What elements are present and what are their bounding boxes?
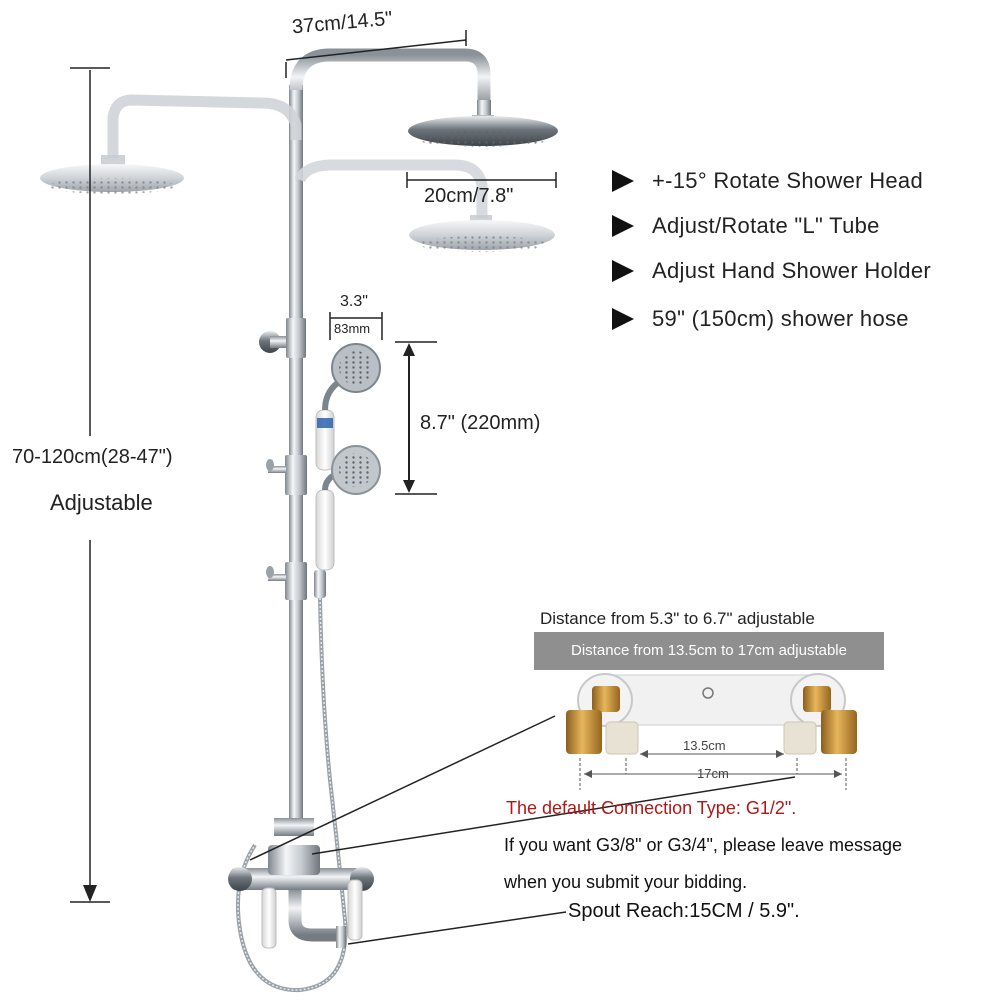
spout-reach-label: Spout Reach:15CM / 5.9". (568, 900, 800, 922)
hand-width-in-label: 3.3" (340, 293, 368, 310)
connector-inset (566, 673, 857, 790)
triangle-bullet-icon (612, 308, 634, 330)
feature-hose: 59" (150cm) shower hose (612, 306, 909, 332)
connector-banner: Distance from 13.5cm to 17cm adjustable (534, 632, 884, 670)
shower-head-right (409, 215, 555, 252)
triangle-bullet-icon (612, 260, 634, 282)
hand-shower-upper (315, 343, 381, 471)
connector-inner-distance: 13.5cm (683, 738, 726, 753)
height-range-label: 70-120cm(28-47") (12, 446, 173, 468)
shower-head-main (408, 115, 558, 147)
faucet-body (228, 818, 374, 949)
feature-rotate-tube: Adjust/Rotate "L" Tube (612, 213, 880, 239)
wall-bracket-top (259, 318, 306, 358)
triangle-bullet-icon (612, 170, 634, 192)
shower-head-left (40, 155, 184, 194)
default-connection-note: The default Connection Type: G1/2". (506, 798, 797, 818)
hand-travel-label: 8.7" (220mm) (420, 412, 541, 434)
right-arm (294, 159, 488, 218)
height-adjustable-label: Adjustable (50, 490, 153, 515)
top-arm (289, 48, 491, 110)
triangle-bullet-icon (612, 215, 634, 237)
left-arm (107, 94, 302, 158)
message-note-line2: when you submit your bidding. (504, 872, 748, 892)
head-diameter-label: 20cm/7.8" (424, 185, 514, 207)
hand-shower-lower (315, 445, 381, 571)
message-note-line1: If you want G3/8" or G3/4", please leave… (504, 835, 902, 855)
feature-rotate-head: +-15° Rotate Shower Head (612, 168, 923, 194)
connector-title: Distance from 5.3" to 6.7" adjustable (540, 609, 815, 628)
feature-hand-holder: Adjust Hand Shower Holder (612, 258, 931, 284)
connector-outer-distance: 17cm (697, 766, 729, 781)
slide-holder-2 (266, 562, 326, 600)
slide-holder-1 (266, 455, 307, 495)
hand-width-mm-label: 83mm (334, 321, 371, 336)
